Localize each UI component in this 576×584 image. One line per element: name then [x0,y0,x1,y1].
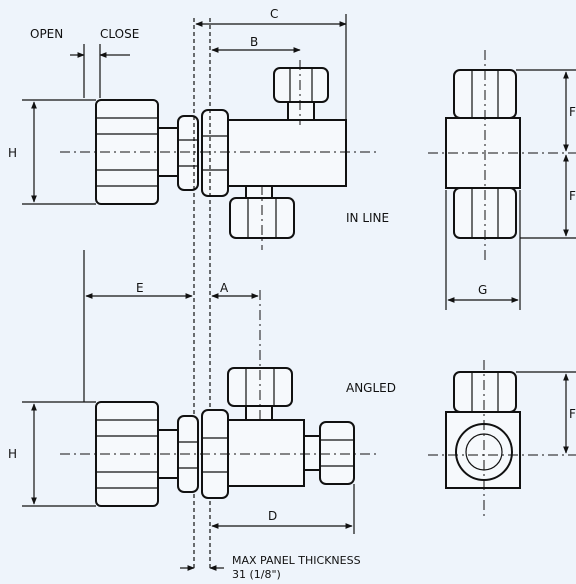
angled-body [227,419,305,487]
angled-title: ANGLED [346,381,396,395]
dim-e-label: E [136,281,144,295]
angled-side-view [428,360,576,520]
panel-thickness-value: 31 (1/8") [232,568,281,581]
in-line-panel-nut-1 [177,115,199,191]
open-label: OPEN [30,27,63,41]
angled-outlet-port [303,435,321,471]
in-line-panel-nut-2 [201,109,229,197]
right-mid-dim-label: F [569,189,576,203]
in-line-body [227,119,347,187]
in-line-bottom-nut [229,197,295,239]
dim-g-label: G [478,283,487,297]
dim-h-top-label: H [8,146,17,160]
side-view [428,50,576,260]
dim-h-bottom-label: H [8,447,17,461]
right-top-dim-label: F [569,105,576,119]
in-line-top-nut [273,67,329,103]
max-panel-thickness-label: MAX PANEL THICKNESS [232,554,361,567]
dim-d-label: D [268,509,277,523]
dim-a-label: A [220,281,229,295]
angled-side-top-nut [453,371,517,413]
angled-side-port-outer [455,423,513,481]
in-line-view [60,60,378,250]
in-line-title: IN LINE [346,211,389,225]
dim-c-label: C [270,7,278,21]
angled-outlet-nut [319,421,355,485]
right-bottom-dim-label: F [569,407,576,421]
angled-view [60,290,378,507]
dim-b-label: B [250,35,258,49]
close-label: CLOSE [100,27,139,41]
